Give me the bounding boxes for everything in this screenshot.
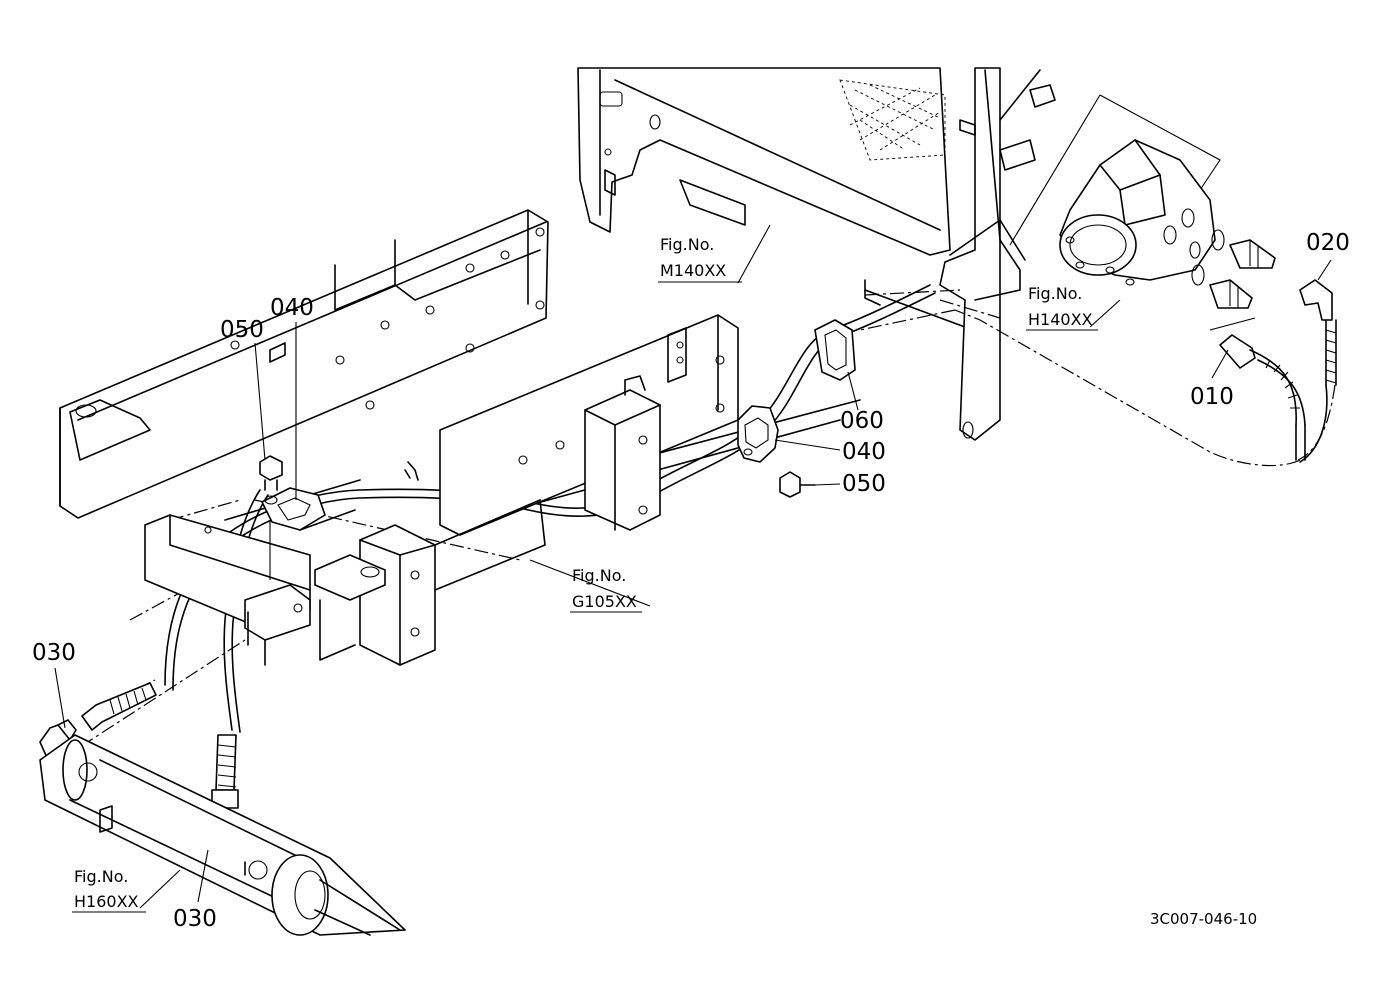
o-rings-and-adaptors <box>1191 229 1276 309</box>
bolt-050-right <box>779 471 816 498</box>
fig-ref-h140-line2: H140XX <box>1028 310 1093 329</box>
label-010: 010 <box>1190 384 1234 410</box>
cylinder-block <box>314 499 546 666</box>
fig-ref-h160-line1: Fig.No. <box>74 867 128 886</box>
steering-cylinder <box>39 734 406 936</box>
cylinder-bracket <box>144 479 361 666</box>
label-030-top: 030 <box>32 640 76 666</box>
leader-lines <box>54 224 1332 909</box>
figure-references: Fig.No. M140XX Fig.No. H140XX Fig.No. G1… <box>72 235 1098 913</box>
hatched-panel <box>839 79 946 161</box>
right-upright-frame <box>939 67 1056 441</box>
label-040-right: 040 <box>842 439 886 465</box>
drawing-code: 3C007-046-10 <box>1150 910 1257 928</box>
fig-ref-g105: Fig.No. G105XX <box>570 566 642 613</box>
fig-ref-m140: Fig.No. M140XX <box>658 235 742 283</box>
stopper-block <box>584 375 661 531</box>
bolt-050-left <box>259 455 283 491</box>
steering-pump <box>1009 94 1221 286</box>
label-050-top: 050 <box>220 317 264 343</box>
upper-frame-rail <box>59 209 549 519</box>
clamp-040-right <box>737 405 779 463</box>
fig-ref-h140-line1: Fig.No. <box>1028 284 1082 303</box>
fig-ref-h160-line2: H160XX <box>74 892 139 911</box>
fig-ref-g105-line2: G105XX <box>572 592 637 611</box>
fig-ref-h160: Fig.No. H160XX <box>72 867 146 913</box>
fig-ref-g105-line1: Fig.No. <box>572 566 626 585</box>
label-020: 020 <box>1306 230 1350 256</box>
fig-ref-h140: Fig.No. H140XX <box>1026 284 1098 331</box>
label-060: 060 <box>840 408 884 434</box>
label-050-right: 050 <box>842 471 886 497</box>
fig-ref-m140-line1: Fig.No. <box>660 235 714 254</box>
clamp-040-left <box>261 487 326 580</box>
fig-ref-m140-line2: M140XX <box>660 261 726 280</box>
hose-assembly-020-010 <box>1209 279 1337 463</box>
part-number-labels: 020 010 060 040 050 050 040 030 030 <box>32 230 1350 932</box>
label-040-top: 040 <box>270 295 314 321</box>
label-030-bottom: 030 <box>173 906 217 932</box>
rear-frame-plate <box>577 67 1001 341</box>
grommet-060 <box>814 319 856 381</box>
